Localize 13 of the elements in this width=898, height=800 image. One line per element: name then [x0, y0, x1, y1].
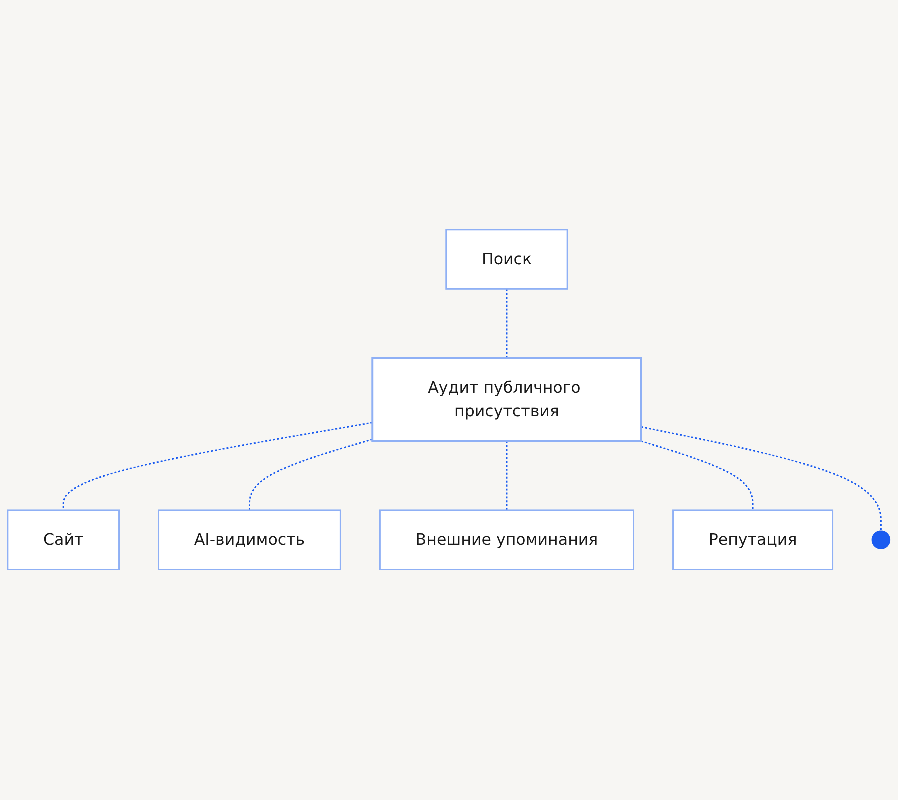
connector [62, 422, 373, 511]
node-box: Внешние упоминания [379, 510, 634, 571]
node-circle [872, 530, 891, 550]
node-box: Репутация [672, 510, 834, 571]
node-box: Сайт [7, 510, 120, 571]
connector [641, 426, 882, 532]
node-box: AI-видимость [158, 510, 342, 571]
connector [248, 439, 373, 511]
connector [506, 289, 508, 358]
connector [640, 440, 754, 511]
node-box: Поиск [446, 229, 568, 290]
connector [506, 441, 508, 511]
node-box: Аудит публичного присутствия [372, 358, 642, 442]
